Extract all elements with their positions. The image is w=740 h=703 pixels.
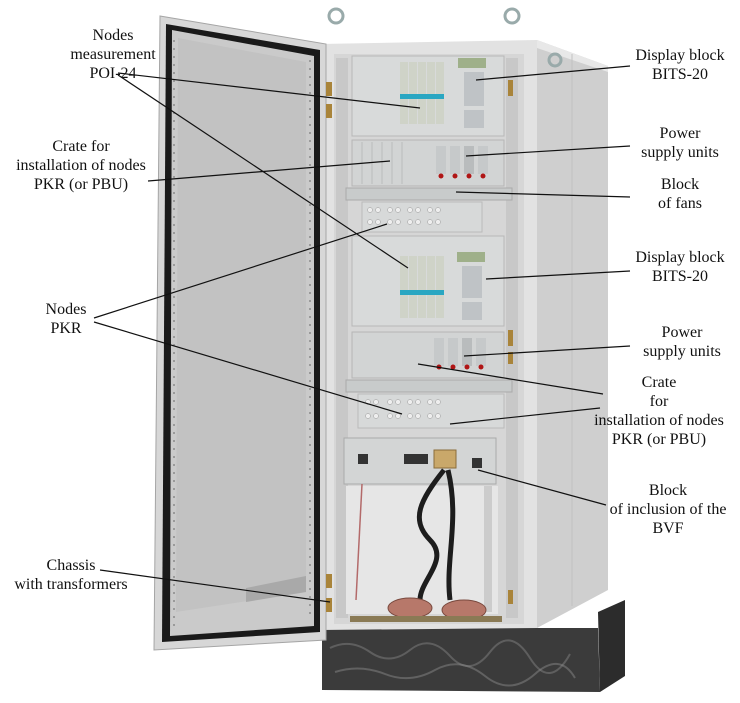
upper-display-section (351, 55, 505, 137)
label-line: installation of nodes (16, 157, 146, 174)
leader-display-2 (485, 270, 631, 280)
label-power-supply-2: Power supply units (632, 323, 732, 361)
label-line: of inclusion of the (609, 501, 727, 518)
label-line: Display block (635, 47, 725, 64)
plinth (322, 600, 625, 692)
label-line: PKR (or PBU) (611, 431, 707, 448)
leader-power-2 (463, 345, 631, 357)
label-line: BITS-20 (652, 66, 708, 83)
lower-crate (351, 331, 505, 379)
label-line: measurement (70, 46, 156, 63)
label-line: POI-24 (89, 65, 137, 82)
power-units-upper (436, 146, 488, 179)
leader-fans (455, 191, 631, 198)
label-line: Nodes (45, 301, 87, 318)
label-line: Nodes (92, 27, 134, 44)
upper-crate (351, 139, 505, 187)
transformer-left (387, 597, 433, 619)
leader-crate-right-lower (449, 407, 601, 425)
label-block-bvf: Block of inclusion of the BVF (600, 481, 736, 538)
lower-display-section (351, 235, 505, 327)
lcd-upper (458, 58, 486, 68)
leader-chassis (99, 569, 331, 603)
label-line: Power (661, 324, 703, 341)
label-crate-left: Crate for installation of nodes PKR (or … (6, 137, 156, 194)
label-nodes-pkr: Nodes PKR (36, 300, 96, 338)
power-units-lower (434, 338, 486, 370)
cabinet-side (537, 40, 608, 628)
label-line: Display block (635, 249, 725, 266)
label-line: supply units (643, 343, 721, 360)
label-nodes-measurement: Nodes measurement POI-24 (48, 26, 178, 83)
label-line: for (649, 393, 669, 410)
label-crate-right: Crate for installation of nodes PKR (or … (584, 373, 734, 449)
poi24-nodes-upper (400, 62, 444, 124)
keypad-lower (462, 266, 482, 320)
pkr-nodes-lower (357, 393, 505, 429)
bvf-block (343, 437, 497, 485)
keypad-upper (464, 72, 484, 128)
leader-pkr-upper (93, 223, 388, 319)
label-line: Block (648, 482, 688, 499)
leader-crate-right-upper (417, 363, 604, 395)
door-hinges (326, 80, 513, 612)
label-line: with transformers (14, 576, 128, 593)
pkr-nodes-upper (361, 201, 483, 233)
label-line: BVF (652, 520, 684, 537)
label-line: PKR (or PBU) (33, 176, 129, 193)
label-line: Chassis (46, 557, 96, 574)
label-line: PKR (50, 320, 82, 337)
cabinet-door (153, 15, 327, 651)
label-line: installation of nodes (594, 412, 724, 429)
label-block-fans: Block of fans (640, 175, 720, 213)
label-line: of fans (658, 195, 702, 212)
label-chassis: Chassis with transformers (6, 556, 136, 594)
fan-block (345, 187, 513, 201)
label-line: BITS-20 (652, 268, 708, 285)
fan-block-lower (345, 379, 513, 393)
poi24-nodes-lower (400, 256, 444, 318)
leader-bvf (477, 469, 607, 506)
label-display-block-2: Display block BITS-20 (624, 248, 736, 286)
label-line: Power (659, 125, 701, 142)
lcd-lower (457, 252, 485, 262)
leader-power-1 (465, 145, 631, 157)
label-line: Crate (641, 374, 677, 391)
leader-poi24-upper (117, 72, 421, 109)
label-power-supply-1: Power supply units (630, 124, 730, 162)
leader-pkr-lower (93, 321, 403, 415)
lower-bay (346, 468, 502, 622)
lifting-eye-bolts (327, 7, 563, 68)
label-line: Block (660, 176, 700, 193)
leader-display-1 (475, 65, 631, 81)
leader-crate-left (147, 160, 391, 182)
label-line: Crate for (52, 138, 110, 155)
label-display-block-1: Display block BITS-20 (624, 46, 736, 84)
leader-lines (93, 65, 631, 603)
label-line: supply units (641, 144, 719, 161)
